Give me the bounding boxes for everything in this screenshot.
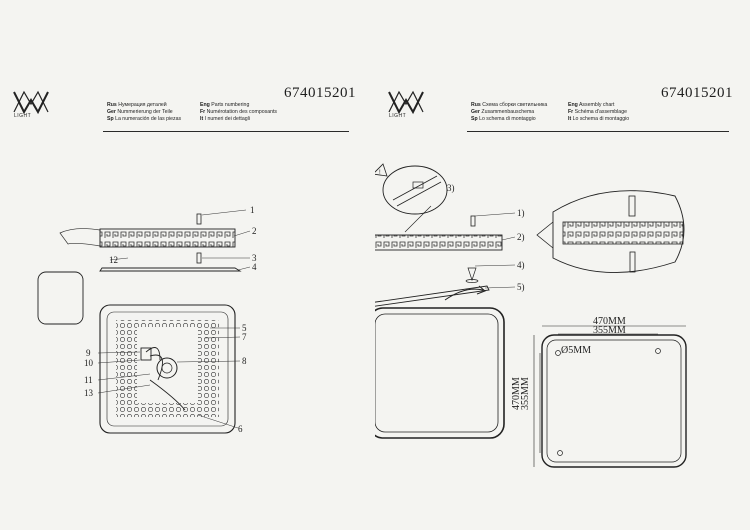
screw-top	[196, 213, 202, 225]
part-label-2: 2	[252, 226, 257, 236]
title-col-2-right: Eng Assembly chart Fr Schéma d'assemblag…	[568, 102, 630, 122]
diffuser-side	[99, 267, 242, 272]
svg-text:!: !	[379, 170, 381, 176]
dim-inner-height: 355MM	[520, 377, 531, 410]
screw-bottom	[196, 252, 202, 264]
header-rule	[103, 131, 349, 132]
wm-logo-icon	[388, 90, 424, 115]
wire-loop	[59, 228, 101, 247]
title-col-1-right: Rus Схема сборки светильника Ger Zusamme…	[471, 102, 548, 122]
step-label-5: 5)	[517, 282, 525, 292]
part-label-6: 6	[238, 424, 243, 434]
small-square-view	[37, 271, 84, 325]
central-driver	[156, 357, 178, 379]
wiring-detail	[382, 165, 448, 215]
part-label-10: 10	[84, 358, 93, 368]
article-code: 674015201	[284, 85, 356, 101]
step-label-4: 4)	[517, 260, 525, 270]
arrow-icon	[476, 285, 486, 295]
step-label-1: 1)	[517, 208, 525, 218]
wm-logo-icon	[13, 90, 49, 115]
header-rule-right	[467, 131, 729, 132]
warning-icon	[375, 163, 388, 177]
dimension-view	[541, 334, 687, 468]
screw-detail	[628, 195, 636, 217]
dim-hole: Ø5MM	[561, 345, 592, 356]
step-label-3: 3)	[447, 183, 455, 193]
title-col-2: Eng Parts numbering Fr Numérotation des …	[200, 102, 277, 122]
mount-hole	[555, 350, 561, 356]
part-label-5: 5	[242, 323, 247, 333]
part-label-8: 8	[242, 356, 247, 366]
step-label-2: 2)	[517, 232, 525, 242]
part-label-12: 12	[109, 255, 118, 265]
part-label-11: 11	[84, 375, 93, 385]
dim-outer-width: 470MM	[593, 316, 626, 327]
frame-side	[375, 234, 503, 251]
decor-frame	[99, 228, 236, 248]
diffuser-plate	[375, 285, 490, 307]
part-label-9: 9	[86, 348, 91, 358]
assembly-diagram: !	[375, 163, 687, 468]
detail-bubble	[552, 190, 685, 273]
logo-text-right: LIGHT	[389, 113, 407, 119]
part-label-13: 13	[84, 388, 93, 398]
front-view	[375, 307, 505, 439]
article-code-right: 674015201	[661, 85, 733, 101]
title-col-1: Rus Нумерация деталей Ger Nummerierung d…	[107, 102, 182, 122]
base-plate	[99, 304, 236, 434]
parts-diagram	[37, 209, 251, 434]
terminal-block	[140, 347, 152, 361]
part-label-4: 4	[252, 262, 257, 272]
brand-logo	[10, 88, 52, 120]
logo-text: LIGHT	[14, 113, 32, 119]
dim-inner-width: 355MM	[593, 325, 626, 336]
right-page: LIGHT 674015201 Rus Схема сборки светиль…	[375, 0, 750, 530]
part-label-3: 3	[252, 253, 257, 263]
left-page: LIGHT 674015201 Rus Нумерация деталей Ge…	[10, 85, 356, 434]
brand-logo-right	[385, 88, 427, 120]
part-label-1: 1	[250, 205, 255, 215]
wires	[145, 347, 186, 411]
part-label-7: 7	[242, 332, 247, 342]
